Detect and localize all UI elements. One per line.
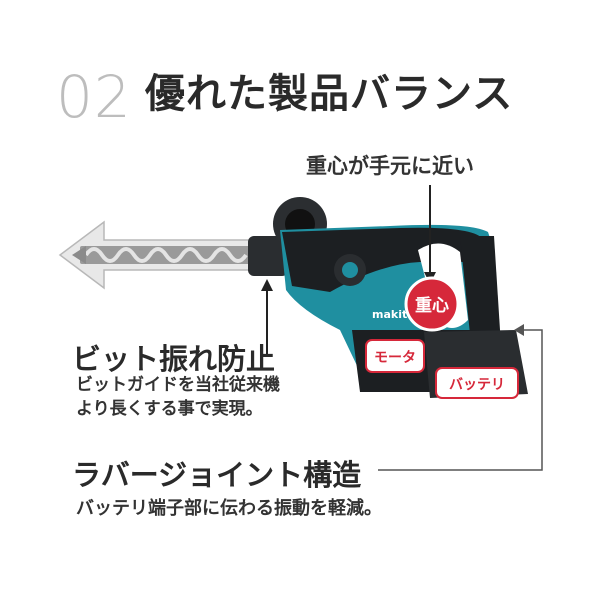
feature-bit-line-1: ビットガイドを当社従来機 bbox=[76, 375, 280, 395]
rubber-joint-leader bbox=[378, 329, 543, 471]
battery-label: バッテリ bbox=[449, 377, 505, 393]
section-title: 優れた製品バランス bbox=[145, 71, 514, 117]
feature-rubber-title: ラバージョイント構造 bbox=[72, 458, 362, 492]
feature-rubber-description: バッテリ端子部に伝わる振動を軽減。 bbox=[76, 498, 382, 519]
motor-label-box bbox=[365, 339, 425, 373]
center-badge bbox=[404, 276, 460, 332]
battery-label-box bbox=[435, 367, 519, 399]
motor-label: モータ bbox=[374, 350, 416, 366]
feature-bit-description: ビットガイドを当社従来機 より長くする事で実現。 bbox=[76, 373, 280, 421]
brand-logo: makita bbox=[372, 308, 415, 321]
center-badge-label: 重心 bbox=[415, 295, 449, 316]
drill-bit bbox=[72, 246, 258, 264]
feature-bit-title: ビット振れ防止 bbox=[72, 342, 276, 376]
center-of-gravity-label: 重心が手元に近い bbox=[306, 154, 474, 178]
feature-bit-line-2: より長くする事で実現。 bbox=[76, 399, 263, 419]
section-number: 02 bbox=[56, 63, 132, 131]
